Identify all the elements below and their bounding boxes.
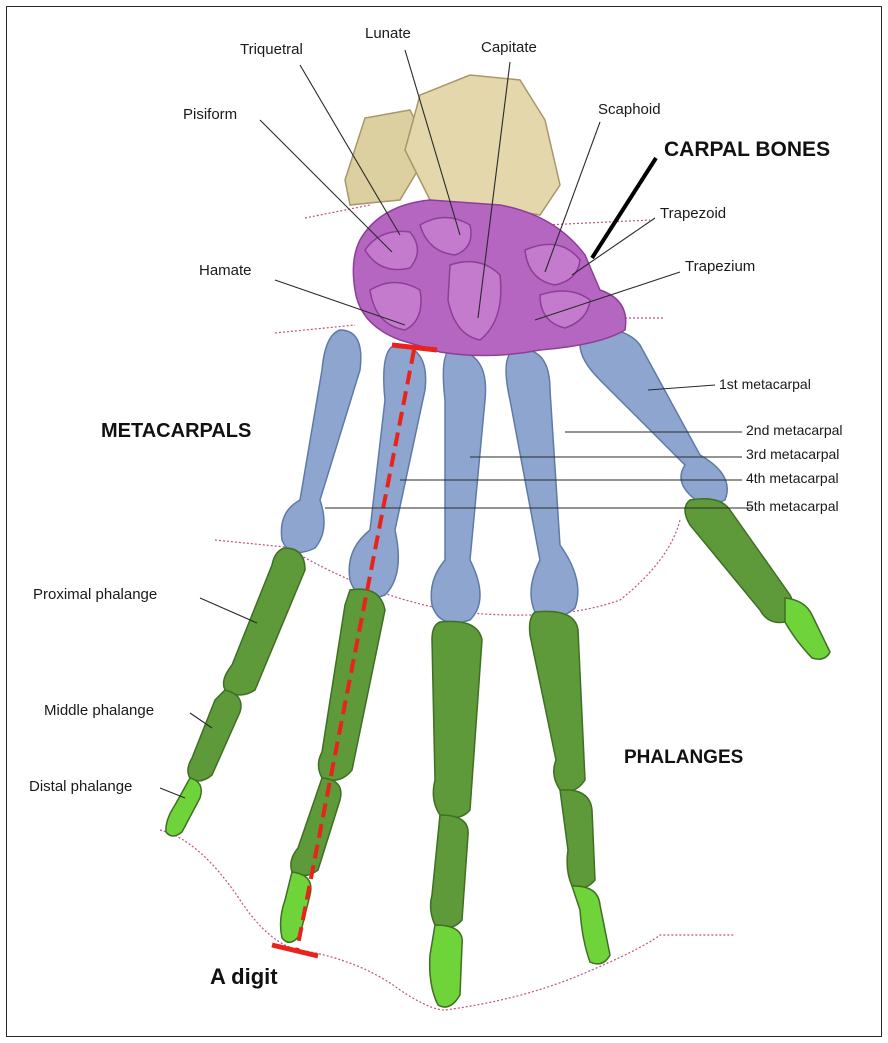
metacarpal-4-bone — [349, 345, 425, 598]
label-metacarpal-2: 2nd metacarpal — [746, 423, 843, 437]
metacarpal-3-bone — [431, 350, 485, 623]
label-trapezoid: Trapezoid — [660, 206, 726, 221]
metacarpal-1-bone — [580, 329, 727, 504]
forearm-bones — [345, 75, 560, 215]
metacarpal-5-bone — [281, 330, 360, 553]
label-carpal-bones: CARPAL BONES — [664, 139, 830, 160]
carpal-bones-pointer — [592, 158, 656, 258]
label-metacarpal-3: 3rd metacarpal — [746, 447, 839, 461]
label-hamate: Hamate — [199, 263, 252, 278]
label-proximal-phalange: Proximal phalange — [33, 587, 157, 602]
label-phalanges: PHALANGES — [624, 748, 743, 767]
label-pisiform: Pisiform — [183, 107, 237, 122]
label-scaphoid: Scaphoid — [598, 102, 661, 117]
label-capitate: Capitate — [481, 40, 537, 55]
label-metacarpal-5: 5th metacarpal — [746, 499, 839, 513]
label-trapezium: Trapezium — [685, 259, 755, 274]
metacarpal-2-bone — [506, 350, 578, 618]
label-metacarpals: METACARPALS — [101, 421, 251, 441]
label-triquetral: Triquetral — [240, 42, 303, 57]
label-metacarpal-4: 4th metacarpal — [746, 471, 839, 485]
label-middle-phalange: Middle phalange — [44, 703, 154, 718]
label-metacarpal-1: 1st metacarpal — [719, 377, 811, 391]
label-distal-phalange: Distal phalange — [29, 779, 132, 794]
label-a-digit: A digit — [210, 966, 278, 988]
label-lunate: Lunate — [365, 26, 411, 41]
